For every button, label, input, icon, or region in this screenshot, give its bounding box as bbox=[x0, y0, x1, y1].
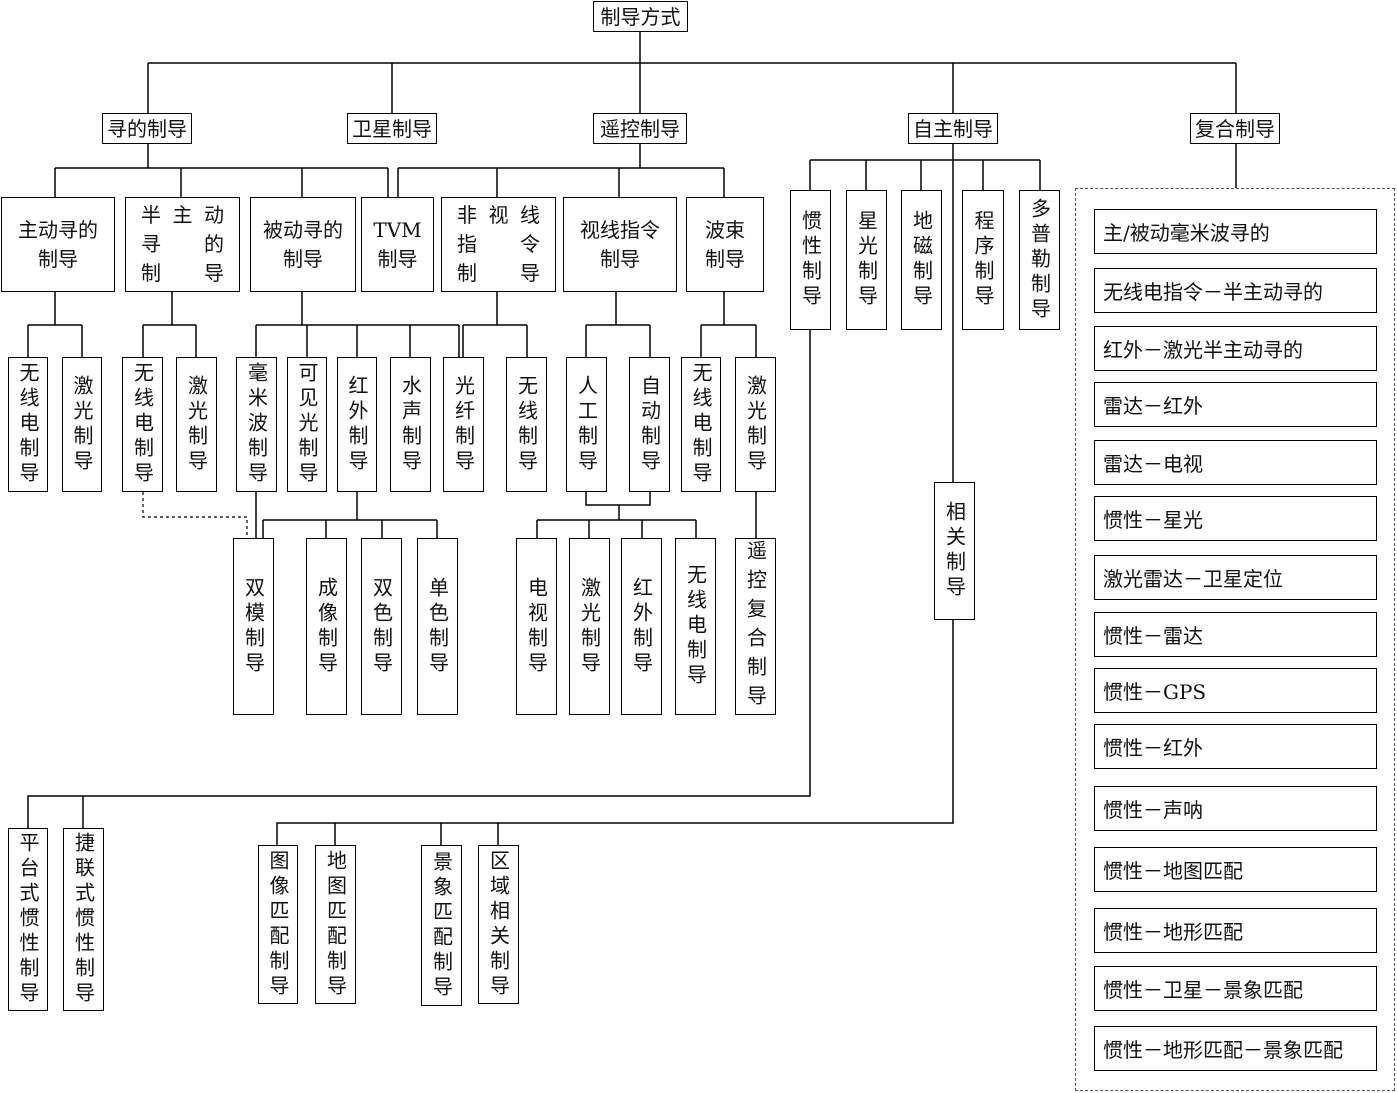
connector-semi-active-homing bbox=[142, 292, 197, 357]
node-non-los-command: 非视线 指令 制导 bbox=[441, 197, 556, 292]
node-image-matching: 图像匹配制导 bbox=[258, 845, 298, 1004]
node-semi-active-radio: 无线电制导 bbox=[122, 357, 163, 492]
node-map-matching: 地图匹配制导 bbox=[315, 845, 356, 1004]
node-composite-guidance: 复合制导 bbox=[1190, 113, 1280, 144]
connector-dual-mode-dotted bbox=[142, 492, 248, 538]
node-label-line: 非视线 bbox=[457, 203, 540, 227]
node-imaging: 成像制导 bbox=[306, 538, 347, 715]
node-guidance-methods: 制导方式 bbox=[593, 1, 688, 32]
node-label-line: 制导 bbox=[600, 246, 640, 271]
node-wireless: 无线制导 bbox=[506, 357, 547, 492]
node-beam-riding: 波束 制导 bbox=[686, 197, 764, 292]
node-manual: 人工制导 bbox=[566, 357, 607, 492]
connector-los-sub bbox=[536, 492, 697, 538]
composite-item: 红外－激光半主动寻的 bbox=[1094, 326, 1377, 371]
composite-item: 主/被动毫米波寻的 bbox=[1094, 209, 1377, 254]
node-los-command: 视线指令 制导 bbox=[563, 197, 677, 292]
connector-autonomous bbox=[809, 144, 1041, 482]
node-area-correlation: 区域相关制导 bbox=[478, 845, 519, 1004]
composite-item: 激光雷达－卫星定位 bbox=[1094, 555, 1377, 600]
composite-item: 雷达－红外 bbox=[1094, 382, 1377, 427]
node-inertial: 惯性制导 bbox=[790, 190, 831, 330]
connector-beam-riding bbox=[700, 292, 757, 357]
node-satellite-guidance: 卫星制导 bbox=[347, 113, 437, 144]
node-los-infrared: 红外制导 bbox=[621, 538, 662, 715]
node-automatic: 自动制导 bbox=[629, 357, 670, 492]
node-label-line: 寻的 bbox=[141, 232, 224, 256]
connector-non-los-command bbox=[462, 292, 528, 357]
node-label-line: TVM bbox=[373, 217, 422, 242]
connector-correlation bbox=[276, 620, 954, 845]
node-label-line: 制导 bbox=[283, 246, 323, 271]
node-label-line: 制导 bbox=[38, 246, 78, 271]
connector-infrared bbox=[262, 492, 438, 538]
node-label-line: 视线指令 bbox=[580, 217, 660, 242]
node-millimeter-wave: 毫米波制导 bbox=[236, 357, 277, 492]
node-semi-active-laser: 激光制导 bbox=[176, 357, 217, 492]
node-label-line: 被动寻的 bbox=[263, 217, 343, 242]
node-label-line: 制导 bbox=[705, 246, 745, 271]
composite-list-frame bbox=[1075, 188, 1395, 1091]
composite-item: 惯性－星光 bbox=[1094, 496, 1377, 541]
node-program: 程序制导 bbox=[962, 190, 1004, 330]
node-active-radio: 无线电制导 bbox=[8, 357, 48, 492]
node-active-homing: 主动寻的 制导 bbox=[1, 197, 115, 292]
node-label-line: 制导 bbox=[141, 261, 224, 285]
connector-los-command bbox=[585, 292, 651, 357]
node-los-radio: 无线电制导 bbox=[675, 538, 716, 715]
node-television: 电视制导 bbox=[516, 538, 557, 715]
node-tvm-guidance: TVM 制导 bbox=[361, 197, 434, 292]
connector-homing bbox=[54, 144, 389, 197]
node-remote-composite: 遥控复合制导 bbox=[735, 538, 776, 715]
node-strapdown-inertial: 捷联式惯性制导 bbox=[63, 828, 104, 1011]
node-scene-matching: 景象匹配制导 bbox=[421, 845, 462, 1006]
connector-remote bbox=[397, 144, 725, 197]
node-autonomous-guidance: 自主制导 bbox=[908, 113, 998, 144]
node-semi-active-homing: 半主动 寻的 制导 bbox=[125, 197, 240, 292]
connector-active-homing bbox=[27, 292, 83, 357]
node-passive-infrared: 红外制导 bbox=[337, 357, 377, 492]
node-single-color: 单色制导 bbox=[417, 538, 458, 715]
node-visible-light: 可见光制导 bbox=[287, 357, 327, 492]
node-remote-guidance: 遥控制导 bbox=[593, 113, 687, 144]
composite-item: 雷达－电视 bbox=[1094, 440, 1377, 485]
composite-item: 惯性－声呐 bbox=[1094, 786, 1377, 831]
node-label-line: 波束 bbox=[705, 217, 745, 242]
composite-item: 惯性－卫星－景象匹配 bbox=[1094, 966, 1377, 1011]
node-label-line: 指令 bbox=[457, 232, 540, 256]
node-beam-radio: 无线电制导 bbox=[681, 357, 721, 492]
connector-inertial bbox=[27, 330, 811, 828]
node-beam-laser: 激光制导 bbox=[735, 357, 776, 492]
node-doppler: 多普勒制导 bbox=[1019, 190, 1060, 330]
connector-passive-homing bbox=[255, 292, 460, 357]
composite-item: 惯性－雷达 bbox=[1094, 612, 1377, 657]
node-fiber-optic: 光纤制导 bbox=[443, 357, 484, 492]
composite-item: 惯性－红外 bbox=[1094, 724, 1377, 769]
node-label-line: 制导 bbox=[377, 246, 418, 271]
node-active-laser: 激光制导 bbox=[62, 357, 102, 492]
composite-item: 无线电指令－半主动寻的 bbox=[1094, 268, 1377, 313]
node-geomagnetic: 地磁制导 bbox=[901, 190, 942, 330]
composite-item: 惯性－GPS bbox=[1094, 668, 1377, 713]
node-passive-homing: 被动寻的 制导 bbox=[250, 197, 356, 292]
composite-item: 惯性－地图匹配 bbox=[1094, 847, 1377, 892]
node-label-line: 半主动 bbox=[141, 203, 224, 227]
composite-item: 惯性－地形匹配 bbox=[1094, 908, 1377, 953]
node-dual-color: 双色制导 bbox=[361, 538, 402, 715]
composite-item: 惯性－地形匹配－景象匹配 bbox=[1094, 1026, 1377, 1071]
connector-root bbox=[147, 32, 1237, 113]
node-underwater-acoustic: 水声制导 bbox=[390, 357, 431, 492]
node-homing-guidance: 寻的制导 bbox=[102, 113, 192, 144]
node-correlation: 相关制导 bbox=[934, 482, 975, 620]
node-dual-mode: 双模制导 bbox=[233, 538, 274, 715]
node-label-line: 制导 bbox=[457, 261, 540, 285]
node-label-line: 主动寻的 bbox=[18, 217, 98, 242]
node-platform-inertial: 平台式惯性制导 bbox=[8, 828, 48, 1011]
node-los-laser: 激光制导 bbox=[569, 538, 610, 715]
node-stellar: 星光制导 bbox=[846, 190, 887, 330]
